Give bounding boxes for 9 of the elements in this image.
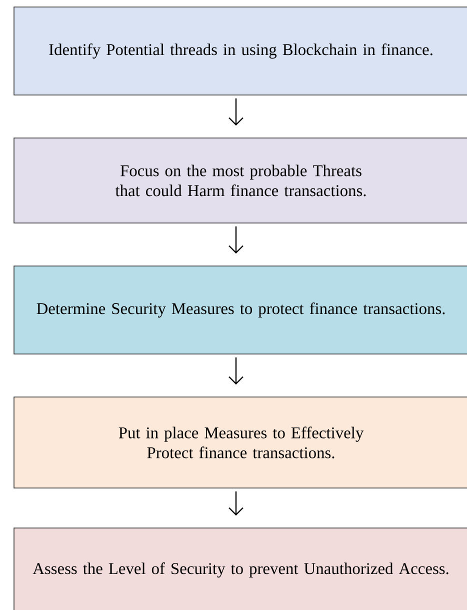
process-box: Focus on the most probable Threats that could Harm finance transactions. [14,138,467,224]
process-box: Determine Security Measures to protect finance transactions. [14,266,467,354]
arrow [228,226,244,254]
process-box: Identify Potential threads in using Blockchain in finance. [14,6,467,96]
arrow [228,491,244,516]
process-box: Assess the Level of Security to prevent Unauthorized Access. [14,528,467,610]
process-box: Put in place Measures to Effectively Protect finance transactions. [14,396,467,488]
arrow [228,357,244,385]
arrow [228,98,244,126]
